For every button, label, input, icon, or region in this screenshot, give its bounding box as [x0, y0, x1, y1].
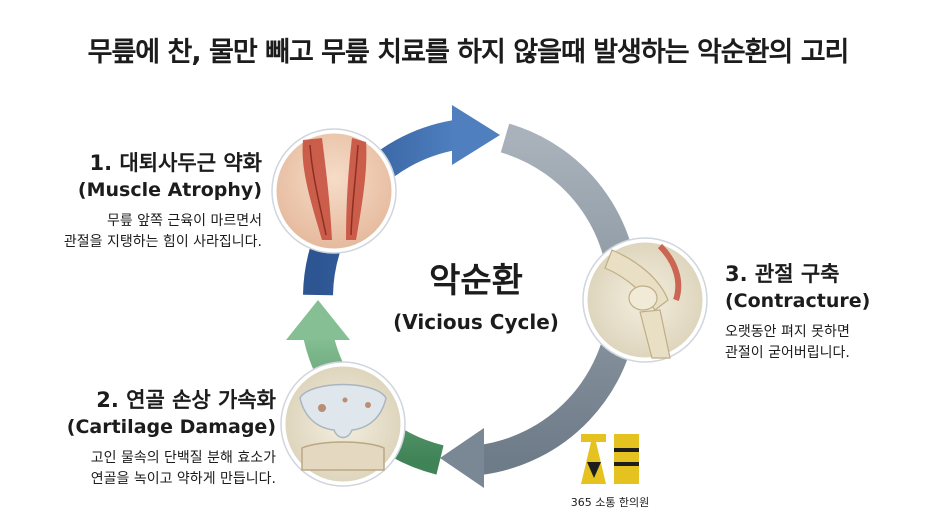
muscle-atrophy-image	[271, 128, 397, 254]
cycle-center-title: 악순환	[429, 261, 523, 301]
step-3-description: 오랫동안 펴지 못하면 관절이 굳어버립니다.	[725, 322, 870, 364]
step-1-title: 1. 대퇴사두근 약화	[89, 151, 262, 175]
step-1-desc-line-1: 무릎 앞쪽 근육이 마르면서	[106, 213, 262, 229]
step-1-description: 무릎 앞쪽 근육이 마르면서 관절을 지탱하는 힘이 사라집니다.	[64, 211, 262, 253]
cartilage-damage-image	[280, 361, 406, 487]
step-2-desc-line-1: 고인 물속의 단백질 분해 효소가	[90, 450, 276, 466]
step-3-desc-line-1: 오랫동안 펴지 못하면	[725, 324, 850, 340]
clinic-logo-text: 365 소통 한의원	[570, 496, 650, 509]
step-3-subtitle: (Contracture)	[725, 290, 871, 312]
step-2-description: 고인 물속의 단백질 분해 효소가 연골을 녹이고 약하게 만듭니다.	[67, 448, 276, 490]
cycle-center-subtitle: (Vicious Cycle)	[393, 310, 559, 334]
step-1-subtitle: (Muscle Atrophy)	[77, 179, 262, 201]
contracture-image	[582, 237, 708, 363]
step-2-desc-line-2: 연골을 녹이고 약하게 만듭니다.	[90, 471, 276, 487]
step-1-desc-line-2: 관절을 지탱하는 힘이 사라집니다.	[63, 234, 262, 250]
clinic-logo: 365 소통 한의원	[560, 432, 660, 510]
step-2-title: 2. 연골 손상 가속화	[96, 388, 276, 412]
clinic-logo-icon	[581, 434, 639, 484]
page-title: 무릎에 찬, 물만 빼고 무릎 치료를 하지 않을때 발생하는 악순환의 고리	[87, 37, 850, 68]
step-1: 1. 대퇴사두근 약화 (Muscle Atrophy) 무릎 앞쪽 근육이 마…	[64, 147, 262, 253]
step-2-subtitle: (Cartilage Damage)	[66, 416, 276, 438]
step-3-title: 3. 관절 구축	[725, 262, 840, 286]
step-3-desc-line-2: 관절이 굳어버립니다.	[725, 345, 850, 361]
step-3: 3. 관절 구축 (Contracture) 오랫동안 펴지 못하면 관절이 굳…	[725, 258, 870, 364]
step-2: 2. 연골 손상 가속화 (Cartilage Damage) 고인 물속의 단…	[67, 384, 276, 490]
